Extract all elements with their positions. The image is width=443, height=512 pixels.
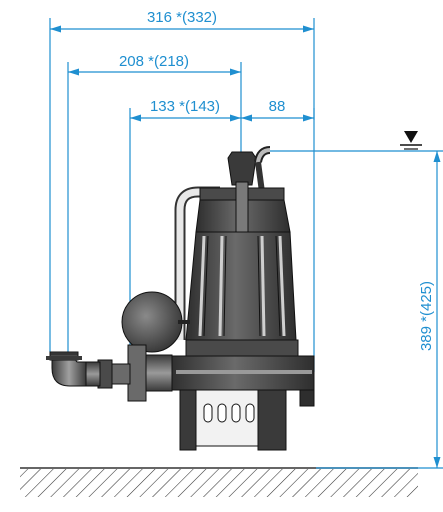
pump xyxy=(46,146,315,451)
dim-height: 389 *(425) xyxy=(418,281,435,351)
dim-outlet-to-center: 208 *(218) xyxy=(119,53,189,70)
dim-flange-to-center: 133 *(143) xyxy=(150,98,220,115)
dim-center-to-back: 88 xyxy=(269,98,286,115)
water-level-icon xyxy=(400,131,422,150)
ground xyxy=(20,467,418,497)
inlet-slots xyxy=(203,403,255,423)
dim-overall-width: 316 *(332) xyxy=(147,9,217,26)
